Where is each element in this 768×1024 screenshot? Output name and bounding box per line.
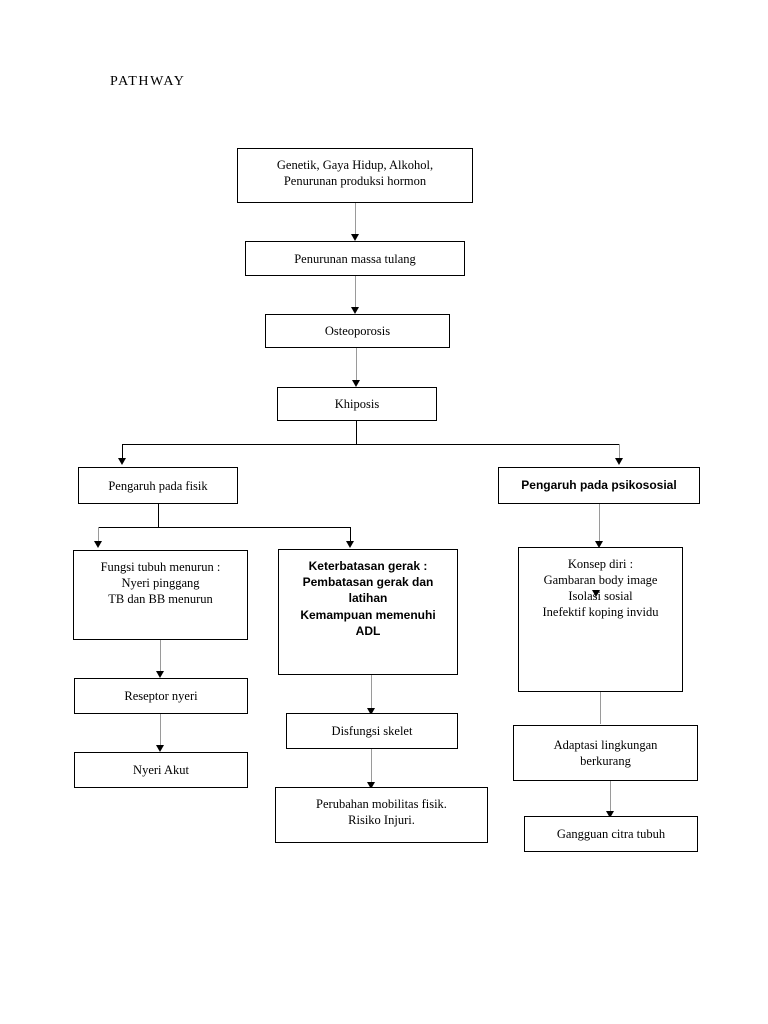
edge-physical-split-bar	[98, 527, 351, 529]
edge-movement-skeletal	[371, 675, 373, 709]
node-psychosocial-effect: Pengaruh pada psikososial	[498, 467, 700, 504]
arrowhead-self-concept	[595, 541, 603, 548]
arrowhead-kyphosis	[352, 380, 360, 387]
arrowhead-bonemass	[351, 234, 359, 241]
edge-psychosocial-selfconcept	[599, 504, 601, 542]
node-body-function-text: Fungsi tubuh menurun : Nyeri pinggang TB…	[100, 560, 221, 606]
edge-skeletal-mobility	[371, 749, 373, 783]
node-osteoporosis-text: Osteoporosis	[324, 324, 391, 338]
edge-causes-bonemass	[355, 203, 357, 234]
node-environment-adaptation-text: Adaptasi lingkungan berkurang	[553, 738, 658, 768]
node-kyphosis: Khiposis	[277, 387, 437, 421]
arrowhead-movement-limitation	[346, 541, 354, 548]
edge-kyphosis-right-drop	[619, 444, 621, 460]
node-psychosocial-effect-text: Pengaruh pada psikososial	[521, 478, 677, 493]
edge-kyphosis-split-bar	[122, 444, 620, 446]
edge-selfconcept-adaptation	[600, 692, 602, 724]
node-skeletal-dysfunction-text: Disfungsi skelet	[331, 724, 413, 738]
node-bone-mass: Penurunan massa tulang	[245, 241, 465, 276]
edge-physical-right-drop	[350, 527, 352, 542]
node-physical-effect-text: Pengaruh pada fisik	[108, 478, 208, 493]
node-self-concept-text: Konsep diri : Gambaran body image Isolas…	[542, 557, 659, 619]
node-body-function: Fungsi tubuh menurun : Nyeri pinggang TB…	[73, 550, 248, 640]
node-environment-adaptation: Adaptasi lingkungan berkurang	[513, 725, 698, 781]
node-pain-receptor-text: Reseptor nyeri	[124, 689, 198, 703]
node-causes-text: Genetik, Gaya Hidup, Alkohol, Penurunan …	[276, 158, 434, 188]
edge-adaptation-bodyimage	[610, 781, 612, 813]
edge-painreceptor-acutepain	[160, 714, 162, 746]
edge-osteoporosis-kyphosis	[356, 348, 358, 380]
node-self-concept: Konsep diri : Gambaran body image Isolas…	[518, 547, 683, 692]
node-mobility-change: Perubahan mobilitas fisik. Risiko Injuri…	[275, 787, 488, 843]
arrowhead-self-concept-overlap	[592, 590, 600, 597]
arrowhead-osteoporosis	[351, 307, 359, 314]
node-mobility-change-text: Perubahan mobilitas fisik. Risiko Injuri…	[316, 797, 447, 827]
page-title: PATHWAY	[110, 74, 186, 89]
node-movement-limitation-text: Keterbatasan gerak : Pembatasan gerak da…	[300, 559, 436, 638]
node-movement-limitation: Keterbatasan gerak : Pembatasan gerak da…	[278, 549, 458, 675]
arrowhead-acute-pain	[156, 745, 164, 752]
edge-physical-stem	[158, 504, 160, 528]
node-kyphosis-text: Khiposis	[334, 397, 380, 411]
edge-bonemass-osteoporosis	[355, 276, 357, 307]
edge-bodyfunction-painreceptor	[160, 640, 162, 672]
edge-kyphosis-stem	[356, 421, 358, 445]
edge-physical-left-drop	[98, 527, 100, 542]
arrowhead-body-image-disturbance	[606, 811, 614, 818]
node-skeletal-dysfunction: Disfungsi skelet	[286, 713, 458, 749]
arrowhead-pain-receptor	[156, 671, 164, 678]
node-pain-receptor: Reseptor nyeri	[74, 678, 248, 714]
node-causes: Genetik, Gaya Hidup, Alkohol, Penurunan …	[237, 148, 473, 203]
arrowhead-physical-effect	[118, 458, 126, 465]
node-bone-mass-text: Penurunan massa tulang	[294, 251, 416, 266]
edge-kyphosis-left-drop	[122, 444, 124, 460]
node-body-image-disturbance-text: Gangguan citra tubuh	[556, 827, 666, 841]
arrowhead-mobility-change	[367, 782, 375, 789]
node-acute-pain: Nyeri Akut	[74, 752, 248, 788]
arrowhead-skeletal-dysfunction	[367, 708, 375, 715]
node-acute-pain-text: Nyeri Akut	[133, 763, 189, 777]
arrowhead-psychosocial-effect	[615, 458, 623, 465]
node-osteoporosis: Osteoporosis	[265, 314, 450, 348]
node-body-image-disturbance: Gangguan citra tubuh	[524, 816, 698, 852]
arrowhead-body-function	[94, 541, 102, 548]
node-physical-effect: Pengaruh pada fisik	[78, 467, 238, 504]
